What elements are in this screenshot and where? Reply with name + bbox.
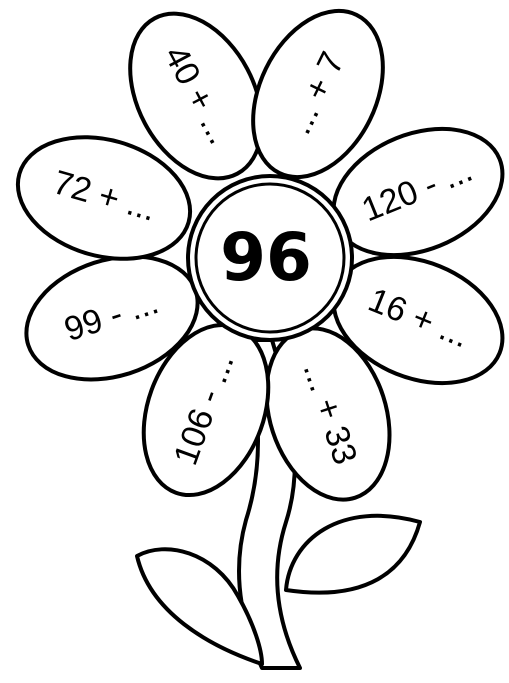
right-leaf bbox=[286, 516, 420, 593]
center-number: 96 bbox=[220, 219, 312, 296]
